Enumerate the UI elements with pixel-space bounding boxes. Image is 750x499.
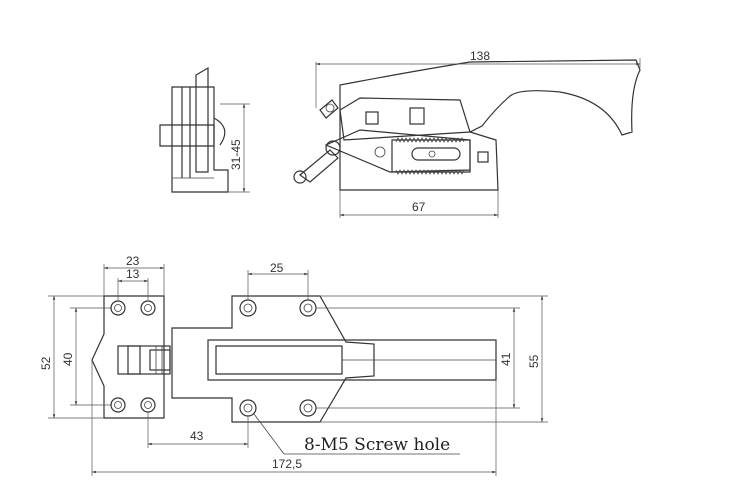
dim-base-length-top: 67 (412, 200, 426, 214)
top-view: 138 67 (293, 49, 641, 218)
dim-bracket-height-inner: 40 (61, 352, 75, 366)
dim-overall-length-top: 138 (470, 49, 490, 63)
dim-plate-hole-spacing: 25 (270, 261, 284, 275)
dim-plate-height-inner: 41 (499, 352, 513, 366)
front-view: 52 40 23 13 25 41 55 43 (39, 254, 548, 476)
dim-overall-length-bottom: 172,5 (272, 457, 302, 471)
dim-bracket-height-outer: 52 (39, 356, 53, 370)
dim-bracket-hole-spacing: 13 (126, 267, 140, 281)
side-view: 31-45 (159, 66, 250, 193)
dim-offset: 43 (190, 429, 204, 443)
dim-bracket-width: 23 (126, 254, 140, 268)
dim-plate-height-outer: 55 (527, 354, 541, 368)
screw-hole-note: 8-M5 Screw hole (304, 435, 450, 455)
dim-adjust-range: 31-45 (229, 139, 243, 170)
